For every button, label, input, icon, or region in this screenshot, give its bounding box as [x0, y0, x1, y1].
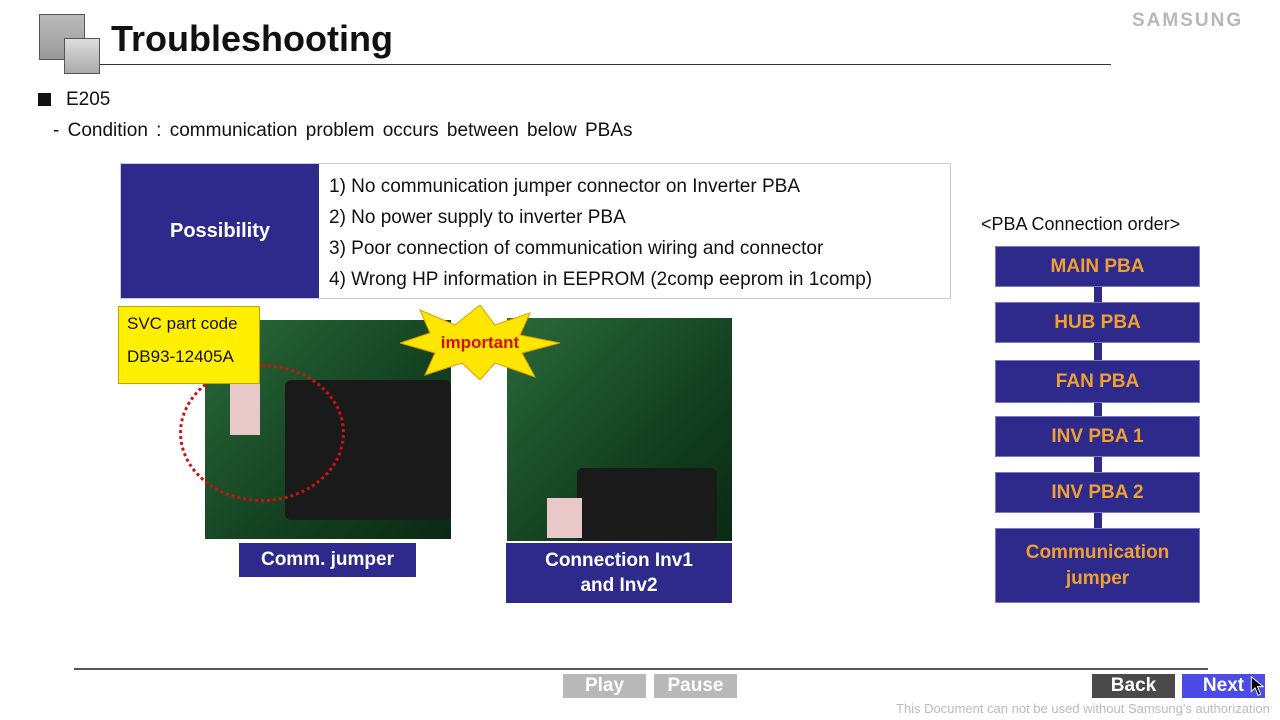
- condition-text: - Condition : communication problem occu…: [53, 120, 633, 141]
- important-burst: important: [400, 305, 560, 380]
- play-button[interactable]: Play: [563, 674, 646, 698]
- box-line: Communication: [1025, 541, 1170, 563]
- possibility-table: Possibility 1) No communication jumper c…: [120, 163, 951, 299]
- comm-jumper-label: Comm. jumper: [239, 543, 416, 577]
- possibility-item: 4) Wrong HP information in EEPROM (2comp…: [329, 269, 873, 290]
- bullet-icon: [38, 93, 51, 106]
- highlight-circle: [179, 364, 345, 502]
- important-text: important: [441, 333, 520, 352]
- possibility-label: Possibility: [121, 164, 319, 298]
- pba-box-inv2: INV PBA 2: [995, 472, 1200, 513]
- photo-connector: [547, 498, 582, 538]
- pause-button[interactable]: Pause: [654, 674, 737, 698]
- possibility-item: 1) No communication jumper connector on …: [329, 176, 800, 197]
- possibility-item: 3) Poor connection of communication wiri…: [329, 238, 824, 259]
- connection-photo: [507, 318, 732, 541]
- pba-box-main: MAIN PBA: [995, 246, 1200, 287]
- connection-label-line: Connection Inv1: [545, 550, 693, 571]
- pba-box-comm-jumper: Communication jumper: [995, 528, 1200, 603]
- title-icon-square: [64, 38, 100, 74]
- title-icon-square: [39, 14, 85, 60]
- connector-line: [1094, 287, 1102, 529]
- divider: [100, 64, 1111, 65]
- connection-label: Connection Inv1 and Inv2: [506, 543, 732, 603]
- page-title: Troubleshooting: [111, 18, 393, 59]
- svc-code: DB93-12405A: [127, 347, 234, 366]
- pba-box-hub: HUB PBA: [995, 302, 1200, 343]
- footer-notice: This Document can not be used without Sa…: [896, 701, 1270, 716]
- svc-label: SVC part code: [127, 314, 238, 333]
- samsung-logo: SAMSUNG: [1132, 10, 1244, 31]
- bottom-divider: [74, 668, 1208, 670]
- mouse-cursor-icon: [1250, 675, 1265, 697]
- pba-box-inv1: INV PBA 1: [995, 416, 1200, 457]
- connection-label-line: and Inv2: [580, 575, 658, 596]
- connection-order-title: <PBA Connection order>: [981, 214, 1181, 234]
- possibility-item: 2) No power supply to inverter PBA: [329, 207, 626, 228]
- box-line: jumper: [1065, 567, 1130, 589]
- svc-part-code-note: SVC part code DB93-12405A: [118, 306, 260, 384]
- back-button[interactable]: Back: [1092, 674, 1175, 698]
- error-code: E205: [66, 89, 111, 110]
- photo-component: [577, 468, 717, 541]
- pba-box-fan: FAN PBA: [995, 360, 1200, 403]
